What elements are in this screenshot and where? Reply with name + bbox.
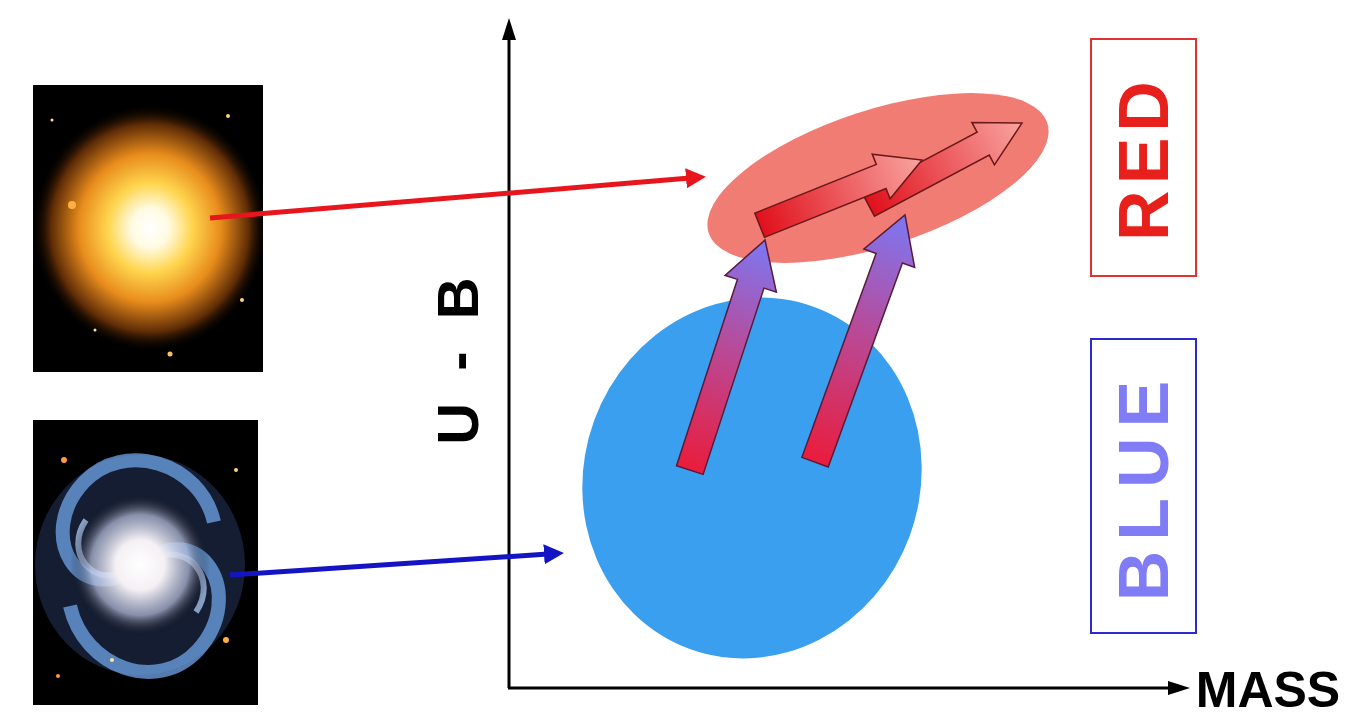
axis-label: U - B [429, 269, 487, 444]
elliptical-galaxy-photo [33, 85, 263, 372]
star [240, 298, 244, 302]
star [51, 119, 54, 122]
galaxy-core [70, 493, 210, 637]
x-axis [508, 687, 1172, 690]
quenching-arrow [664, 232, 791, 479]
galaxy-glow [33, 104, 263, 352]
photo-ground [33, 420, 258, 705]
star [56, 674, 60, 678]
pointer-arrow [230, 554, 548, 575]
axis-arrowhead [502, 18, 516, 40]
axis-label: MASS [1196, 665, 1340, 715]
category-box: BLUE [1090, 338, 1197, 634]
star [234, 468, 238, 472]
category-label: BLUE [1109, 371, 1179, 602]
quenching-arrow [790, 206, 931, 472]
galaxy-disk [35, 455, 245, 675]
spiral-galaxy-photo [33, 420, 258, 705]
axis-arrowhead [1168, 681, 1190, 695]
star [110, 658, 114, 662]
y-axis [508, 36, 511, 688]
star [68, 201, 76, 209]
star [168, 352, 173, 357]
star [226, 114, 230, 118]
star [94, 329, 97, 332]
category-label: RED [1109, 75, 1179, 241]
category-box: RED [1090, 38, 1197, 277]
pointer-arrow [210, 178, 690, 218]
star [223, 637, 229, 643]
star [61, 457, 67, 463]
